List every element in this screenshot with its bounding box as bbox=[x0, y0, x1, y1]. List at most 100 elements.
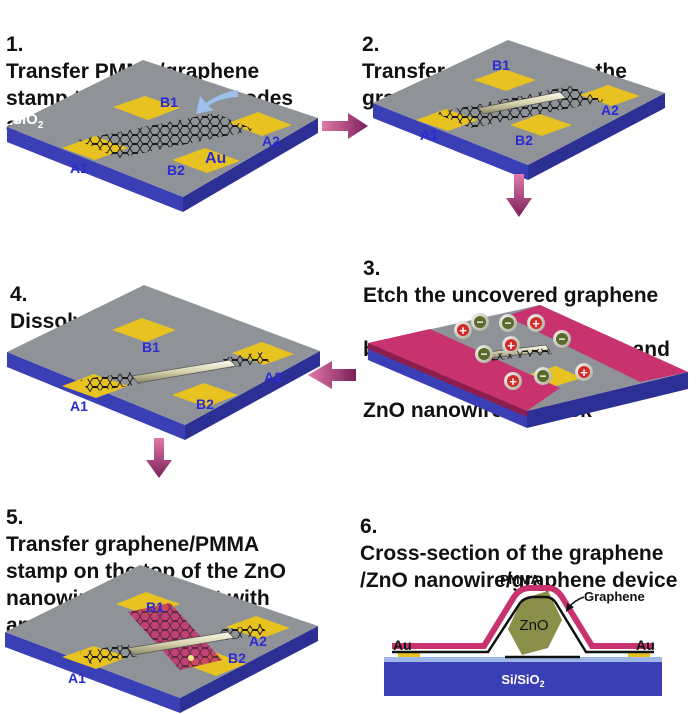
panel1-pad-b1 bbox=[113, 96, 180, 120]
panel4-label-b1: B1 bbox=[142, 339, 160, 355]
panel6-graphene-arrowhead-icon bbox=[566, 603, 574, 612]
ion-positive-icon: + bbox=[504, 372, 522, 390]
panel6-graphene-label: Graphene bbox=[584, 589, 645, 604]
panel1-slab-side-right bbox=[183, 118, 318, 212]
step2-number: 2. bbox=[362, 33, 380, 56]
panel1-label-b2: B2 bbox=[167, 162, 185, 178]
panel4-graphene-left bbox=[80, 372, 140, 392]
panel1-label-a1: A1 bbox=[70, 160, 88, 176]
panel6-au-left bbox=[398, 652, 420, 657]
panel3-pmma-left bbox=[368, 329, 560, 411]
panel2-pad-b2 bbox=[510, 114, 572, 136]
panel5-device: B1 A1 A2 B2 bbox=[5, 565, 318, 713]
step3-number: 3. bbox=[363, 257, 381, 280]
step4-number: 4. bbox=[10, 283, 28, 306]
ion-negative-icon: − bbox=[471, 313, 489, 331]
panel3-graphene bbox=[484, 348, 552, 361]
panel4-label-a2: A2 bbox=[264, 369, 282, 385]
panel5-slab-side bbox=[5, 632, 180, 713]
panel6-pmma-label: PMMA bbox=[500, 572, 540, 587]
panel6-substrate-top bbox=[384, 657, 662, 662]
svg-text:+: + bbox=[580, 365, 588, 380]
panel1-label-b1: B1 bbox=[160, 94, 178, 110]
svg-text:−: − bbox=[539, 369, 546, 383]
ion-positive-icon: + bbox=[502, 336, 520, 354]
step5-number: 5. bbox=[6, 506, 24, 529]
svg-text:−: − bbox=[480, 347, 487, 361]
panel2-label-b1: B1 bbox=[492, 57, 510, 73]
ion-positive-icon: + bbox=[454, 321, 472, 339]
panel1-pad-a2 bbox=[228, 112, 292, 136]
svg-text:+: + bbox=[509, 374, 517, 389]
panel6-substrate-label: Si/SiO2 bbox=[501, 672, 544, 689]
svg-text:+: + bbox=[507, 338, 515, 353]
arrow-step2-to-step3-icon bbox=[506, 174, 532, 217]
panel6-zno-hexagon bbox=[508, 591, 562, 655]
svg-text:−: − bbox=[558, 332, 565, 346]
panel1-pad-b2 bbox=[172, 148, 240, 173]
panel5-label-b2: B2 bbox=[228, 650, 246, 666]
panel4-device: B1 A1 A2 B2 bbox=[7, 285, 320, 440]
ion-positive-icon: + bbox=[575, 363, 593, 381]
step3-text-line1: Etch the uncovered graphene bbox=[363, 284, 659, 307]
panel3-pmma-right bbox=[506, 305, 688, 382]
svg-text:+: + bbox=[532, 316, 540, 331]
panel4-slab-top bbox=[7, 285, 320, 425]
arrow-step1-to-step2-icon bbox=[322, 113, 368, 139]
panel5-label-a2: A2 bbox=[249, 633, 267, 649]
panel1-label-a2: A2 bbox=[262, 133, 280, 149]
panel2-label-b2: B2 bbox=[515, 132, 533, 148]
ion-negative-icon: − bbox=[553, 330, 571, 348]
panel1-graphene bbox=[78, 113, 255, 158]
panel5-pmma-stamp-hex bbox=[128, 603, 222, 670]
arrow-step3-to-step4-icon bbox=[308, 361, 356, 389]
panel5-contact-spot bbox=[188, 655, 194, 661]
ion-positive-icon: + bbox=[527, 314, 545, 332]
panel5-zno-wire bbox=[127, 631, 235, 656]
panel2-label-a1: A1 bbox=[420, 127, 438, 143]
panel1-label-au: Au bbox=[205, 150, 226, 167]
ion-negative-icon: − bbox=[475, 345, 493, 363]
panel6-au-right bbox=[628, 652, 650, 657]
ion-negative-icon: − bbox=[534, 367, 552, 385]
panel6-zno-label: ZnO bbox=[519, 617, 548, 634]
panel2-device: B1 A1 A2 B2 bbox=[373, 40, 665, 180]
panel3-slab-side-right bbox=[527, 372, 688, 428]
panel2-slab-side bbox=[373, 103, 528, 180]
svg-text:−: − bbox=[476, 315, 483, 329]
arrow-step4-to-step5-icon bbox=[146, 438, 172, 478]
panel2-pad-a2 bbox=[580, 85, 640, 106]
panel4-label-a1: A1 bbox=[70, 398, 88, 414]
panel6-cross-section: PMMA Graphene ZnO Au Au Si/SiO2 bbox=[384, 572, 662, 696]
panel6-graphene-line bbox=[392, 595, 654, 654]
panel4-pad-b1 bbox=[112, 318, 176, 342]
panel3-pmma-left-front bbox=[368, 343, 527, 417]
panel2-pad-b1 bbox=[474, 69, 536, 91]
panel5-label-a1: A1 bbox=[68, 670, 86, 686]
panel2-pad-a1 bbox=[416, 109, 478, 131]
panel6-au-left-label: Au bbox=[393, 637, 412, 653]
step6-number: 6. bbox=[360, 515, 378, 538]
step1-number: 1. bbox=[6, 33, 24, 56]
panel1-device: SiO2 B1 A1 A2 B2 Au bbox=[7, 60, 318, 212]
step6-title: 6. Cross-section of the graphene /ZnO na… bbox=[360, 486, 677, 594]
panel4-zno-wire bbox=[131, 359, 237, 384]
panel5-slab-side-right bbox=[180, 626, 318, 713]
panel2-zno-wire bbox=[477, 91, 567, 115]
panel1-slab-side bbox=[7, 127, 183, 212]
panel4-pad-b2 bbox=[172, 383, 238, 407]
panel5-graphene-left bbox=[80, 644, 138, 664]
panel5-label-b1: B1 bbox=[146, 599, 164, 615]
panel6-pmma-layer bbox=[392, 585, 654, 649]
svg-text:+: + bbox=[459, 323, 467, 338]
panel3-plasma-ions: + − − + + − − + − + bbox=[454, 313, 593, 390]
svg-text:−: − bbox=[504, 316, 511, 330]
panel4-label-b2: B2 bbox=[196, 396, 214, 412]
panel2-slab-side-right bbox=[528, 93, 665, 180]
panel6-au-right-label: Au bbox=[636, 637, 655, 653]
ion-negative-icon: − bbox=[499, 314, 517, 332]
panel6-substrate bbox=[384, 662, 662, 696]
panel3-device bbox=[368, 305, 688, 428]
panel4-slab-side-right bbox=[185, 351, 320, 440]
